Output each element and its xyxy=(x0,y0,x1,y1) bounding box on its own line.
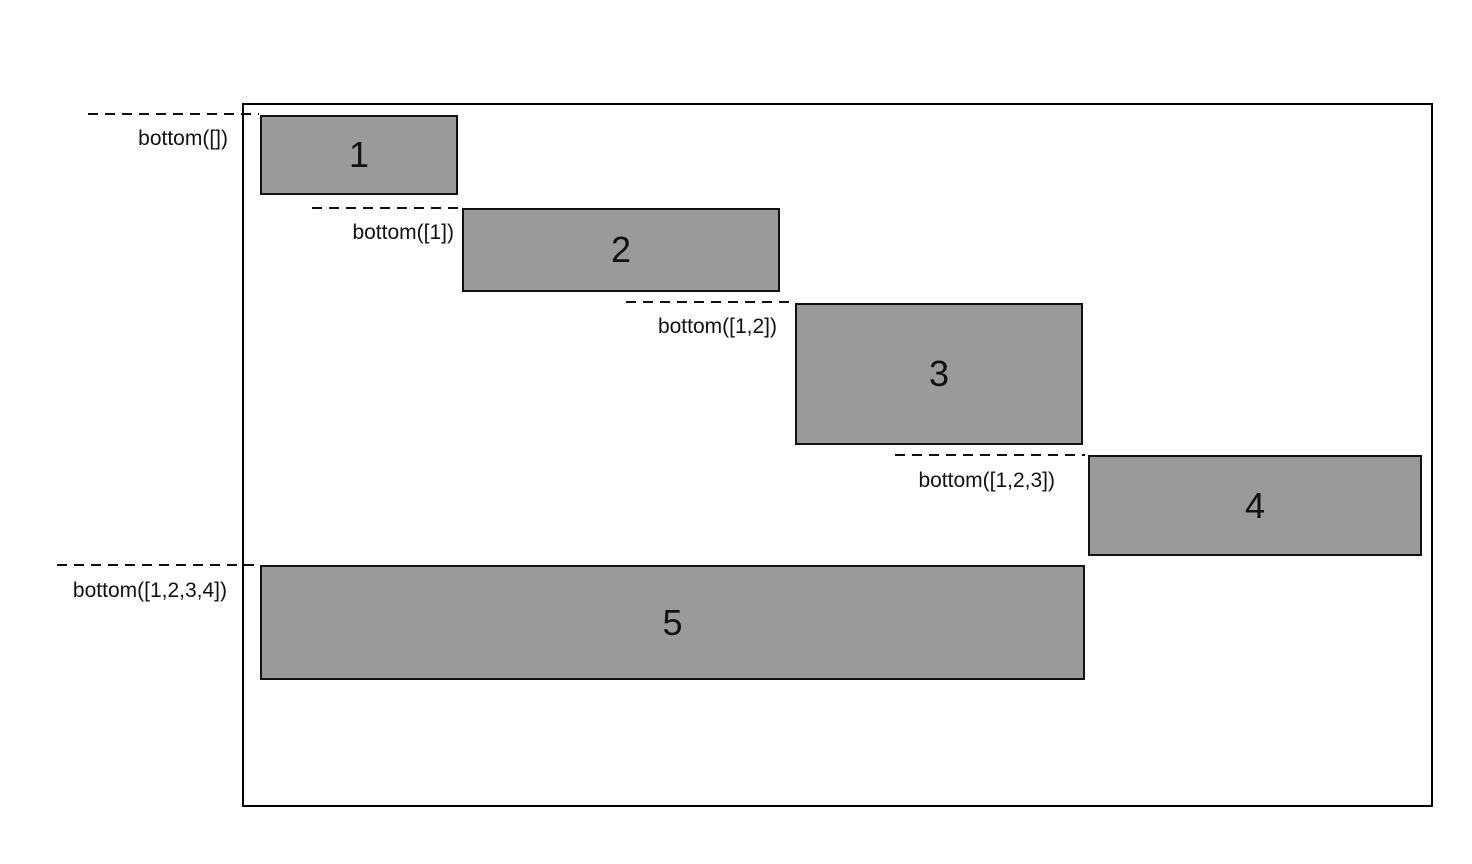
box-2-label: 2 xyxy=(610,229,632,270)
box-5-label: 5 xyxy=(662,601,683,643)
guide-line-bottom-empty xyxy=(88,113,259,115)
guide-label-bottom-empty: bottom([]) xyxy=(138,127,228,150)
box-3-label: 3 xyxy=(928,353,950,394)
guide-line-bottom-1-2 xyxy=(626,301,796,303)
guide-line-bottom-1 xyxy=(312,207,463,209)
guide-label-bottom-1-2-3-4: bottom([1,2,3,4]) xyxy=(72,579,227,602)
box-2: 2 xyxy=(462,208,780,292)
container-rect xyxy=(242,103,1433,807)
guide-line-bottom-1-2-3-4 xyxy=(57,564,259,566)
guide-label-bottom-1: bottom([1]) xyxy=(352,221,454,244)
box-3: 3 xyxy=(795,303,1083,445)
box-4-label: 4 xyxy=(1244,484,1266,526)
box-1-label: 1 xyxy=(348,134,370,175)
box-4: 4 xyxy=(1088,455,1422,556)
box-1: 1 xyxy=(260,115,458,195)
guide-label-bottom-1-2: bottom([1,2]) xyxy=(657,315,777,338)
box-5: 5 xyxy=(260,565,1085,680)
guide-label-bottom-1-2-3: bottom([1,2,3]) xyxy=(918,469,1055,492)
guide-line-bottom-1-2-3 xyxy=(895,454,1085,456)
